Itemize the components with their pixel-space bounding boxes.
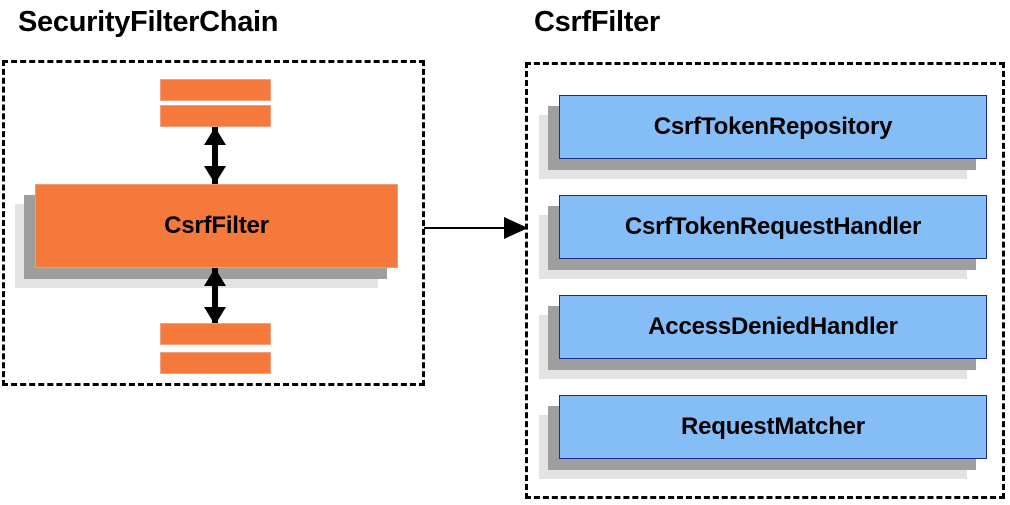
card-face: CsrfFilter — [35, 184, 398, 268]
card-face: RequestMatcher — [559, 395, 987, 459]
security-filter-chain-group — [2, 60, 425, 386]
card-face: AccessDeniedHandler — [559, 295, 987, 359]
collaborator-label: CsrfTokenRequestHandler — [624, 213, 922, 240]
csrf-filter-label: CsrfFilter — [164, 212, 269, 239]
collaborator-card-request-matcher[interactable]: RequestMatcher — [539, 395, 987, 479]
filter-bar-above-2 — [160, 105, 271, 127]
collaborator-label: AccessDeniedHandler — [648, 313, 898, 340]
filter-bar-below-2 — [160, 352, 271, 374]
arrow-shaft — [424, 227, 528, 229]
arrow-head-up-icon — [204, 268, 226, 286]
page-title-csrf-filter: CsrfFilter — [534, 6, 660, 38]
collaborator-card-csrf-token-request-handler[interactable]: CsrfTokenRequestHandler — [539, 195, 987, 279]
collaborator-label: RequestMatcher — [681, 413, 865, 440]
arrow-head-down-icon — [204, 166, 226, 184]
arrow-head-right-icon — [504, 217, 528, 239]
collaborator-label: CsrfTokenRepository — [653, 113, 893, 140]
csrf-filter-group — [525, 62, 1005, 499]
arrow-head-up-icon — [204, 127, 226, 145]
page-title-security-filter-chain: SecurityFilterChain — [18, 6, 279, 38]
expand-arrow — [424, 217, 528, 239]
card-face: CsrfTokenRepository — [559, 95, 987, 159]
chain-arrow-up — [204, 127, 226, 184]
arrow-head-down-icon — [204, 307, 226, 325]
chain-arrow-down — [204, 268, 226, 325]
collaborator-card-access-denied-handler[interactable]: AccessDeniedHandler — [539, 295, 987, 379]
filter-bar-above-1 — [160, 79, 271, 101]
filter-bar-below-1 — [160, 323, 271, 345]
arrow-shaft — [212, 127, 218, 184]
arrow-shaft — [212, 268, 218, 325]
card-face: CsrfTokenRequestHandler — [559, 195, 987, 259]
csrf-filter-card[interactable]: CsrfFilter — [15, 184, 398, 288]
collaborator-card-csrf-token-repository[interactable]: CsrfTokenRepository — [539, 95, 987, 179]
